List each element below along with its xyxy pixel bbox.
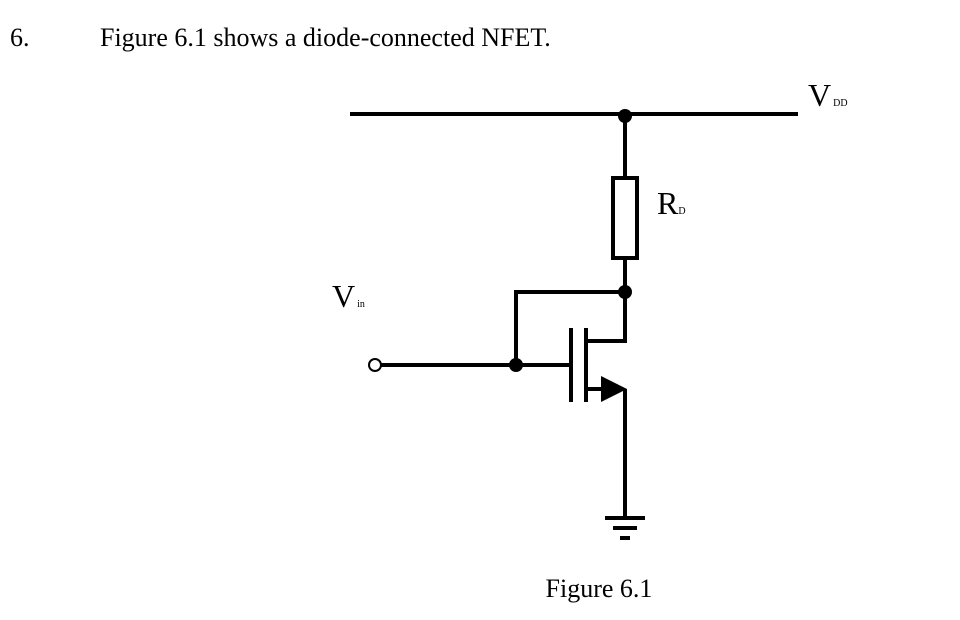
figure-caption: Figure 6.1 bbox=[546, 574, 653, 603]
vdd-label-main: V bbox=[808, 77, 831, 113]
question-text: Figure 6.1 shows a diode-connected NFET. bbox=[100, 23, 551, 52]
diode-connection-wire bbox=[514, 290, 625, 365]
resistor-label-sub: D bbox=[678, 206, 685, 217]
resistor-rd bbox=[611, 176, 639, 260]
vin-label-main: V bbox=[332, 278, 355, 314]
resistor-label-main: R bbox=[657, 185, 679, 221]
ground-icon bbox=[605, 516, 645, 540]
nfet-source-arrow bbox=[601, 376, 627, 402]
question-number: 6. bbox=[10, 23, 30, 52]
resistor-label: RD bbox=[657, 185, 686, 221]
vdd-label-sub: DD bbox=[833, 98, 847, 109]
vin-input-terminal bbox=[368, 358, 382, 372]
vin-label-sub: in bbox=[357, 299, 365, 310]
